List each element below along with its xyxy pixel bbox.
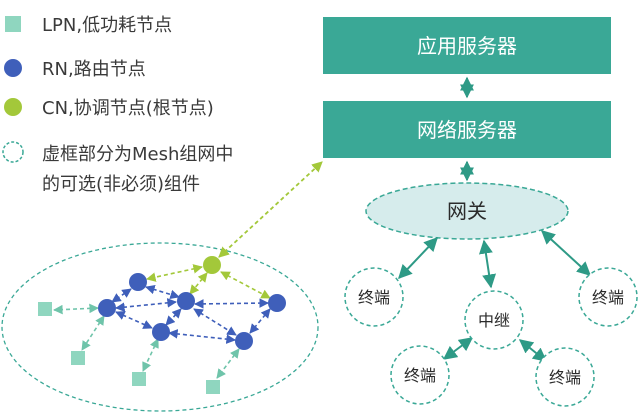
terminal-right-node <box>578 267 638 327</box>
app-server-box <box>323 17 611 74</box>
lpn-node <box>71 351 85 365</box>
rn-node <box>235 332 253 350</box>
relay-node <box>464 290 524 350</box>
rn-node <box>268 294 286 312</box>
optional-legend-icon <box>2 141 24 163</box>
rn-node <box>177 292 195 310</box>
rn-link-8 <box>168 329 236 344</box>
optional-legend-line1: 虚框部分为Mesh组网中 <box>42 144 233 165</box>
rn-link-9 <box>249 308 271 334</box>
terminal-left-node <box>344 267 404 327</box>
network-server-box <box>323 101 611 158</box>
cn-rn-right-link <box>220 271 271 299</box>
lpn-node <box>132 372 146 386</box>
rn-link-3 <box>115 298 177 312</box>
rn-legend-icon <box>4 59 22 77</box>
terminal-bottom-left-label: 终端 <box>404 366 436 385</box>
gateway-node <box>365 182 569 240</box>
gateway-terminal-left-link <box>398 236 438 280</box>
rn-node <box>98 299 116 317</box>
rn-link-5 <box>165 308 182 326</box>
rn-link-4 <box>115 311 153 329</box>
relay-terminal-bottom-right-link <box>518 339 548 362</box>
legend: LPN,低功耗节点 RN,路由节点 CN,协调节点(根节点) 虚框部分为Mesh… <box>2 15 233 195</box>
cn-network-server-link <box>218 161 323 258</box>
lpn-legend-label: LPN,低功耗节点 <box>42 15 172 36</box>
rn-link-1 <box>111 288 132 303</box>
rn-lpn-bottom-center-link <box>142 338 159 372</box>
rn-link-7 <box>193 308 237 336</box>
app-server-label: 应用服务器 <box>417 34 517 58</box>
mesh-area <box>1 242 319 412</box>
gateway-label: 网关 <box>447 199 487 223</box>
network-server-label: 网络服务器 <box>417 118 517 142</box>
cn-node <box>203 256 221 274</box>
gateway-relay-link <box>478 239 497 289</box>
rn-lpn-bottom-left-link <box>81 315 105 351</box>
rn-node <box>129 273 147 291</box>
relay-label: 中继 <box>478 311 510 330</box>
rn-node <box>152 323 170 341</box>
terminal-bottom-right-label: 终端 <box>549 368 581 387</box>
lpn-node <box>38 302 52 316</box>
terminal-bottom-right-node <box>535 347 595 407</box>
terminal-bottom-left-node <box>390 345 450 405</box>
cn-legend-label: CN,协调节点(根节点) <box>42 98 214 119</box>
rn-link-6 <box>194 298 269 309</box>
cn-legend-icon <box>4 98 22 116</box>
lpn-legend-icon <box>5 16 21 32</box>
lpn-node <box>206 380 220 394</box>
terminal-left-label: 终端 <box>358 288 390 307</box>
cn-rn-center-link <box>189 272 208 295</box>
rn-link-2 <box>145 284 180 300</box>
rn-legend-label: RN,路由节点 <box>42 59 146 80</box>
terminal-right-label: 终端 <box>592 288 624 307</box>
cn-rn-top-link <box>146 264 203 282</box>
rn-lpn-bottom-right-link <box>216 348 240 379</box>
gateway-terminal-right-link <box>540 230 592 276</box>
optional-legend-line2: 的可选(非必须)组件 <box>42 174 200 195</box>
relay-terminal-bottom-left-link <box>442 337 474 360</box>
rn-lpn-left-link <box>53 303 99 315</box>
